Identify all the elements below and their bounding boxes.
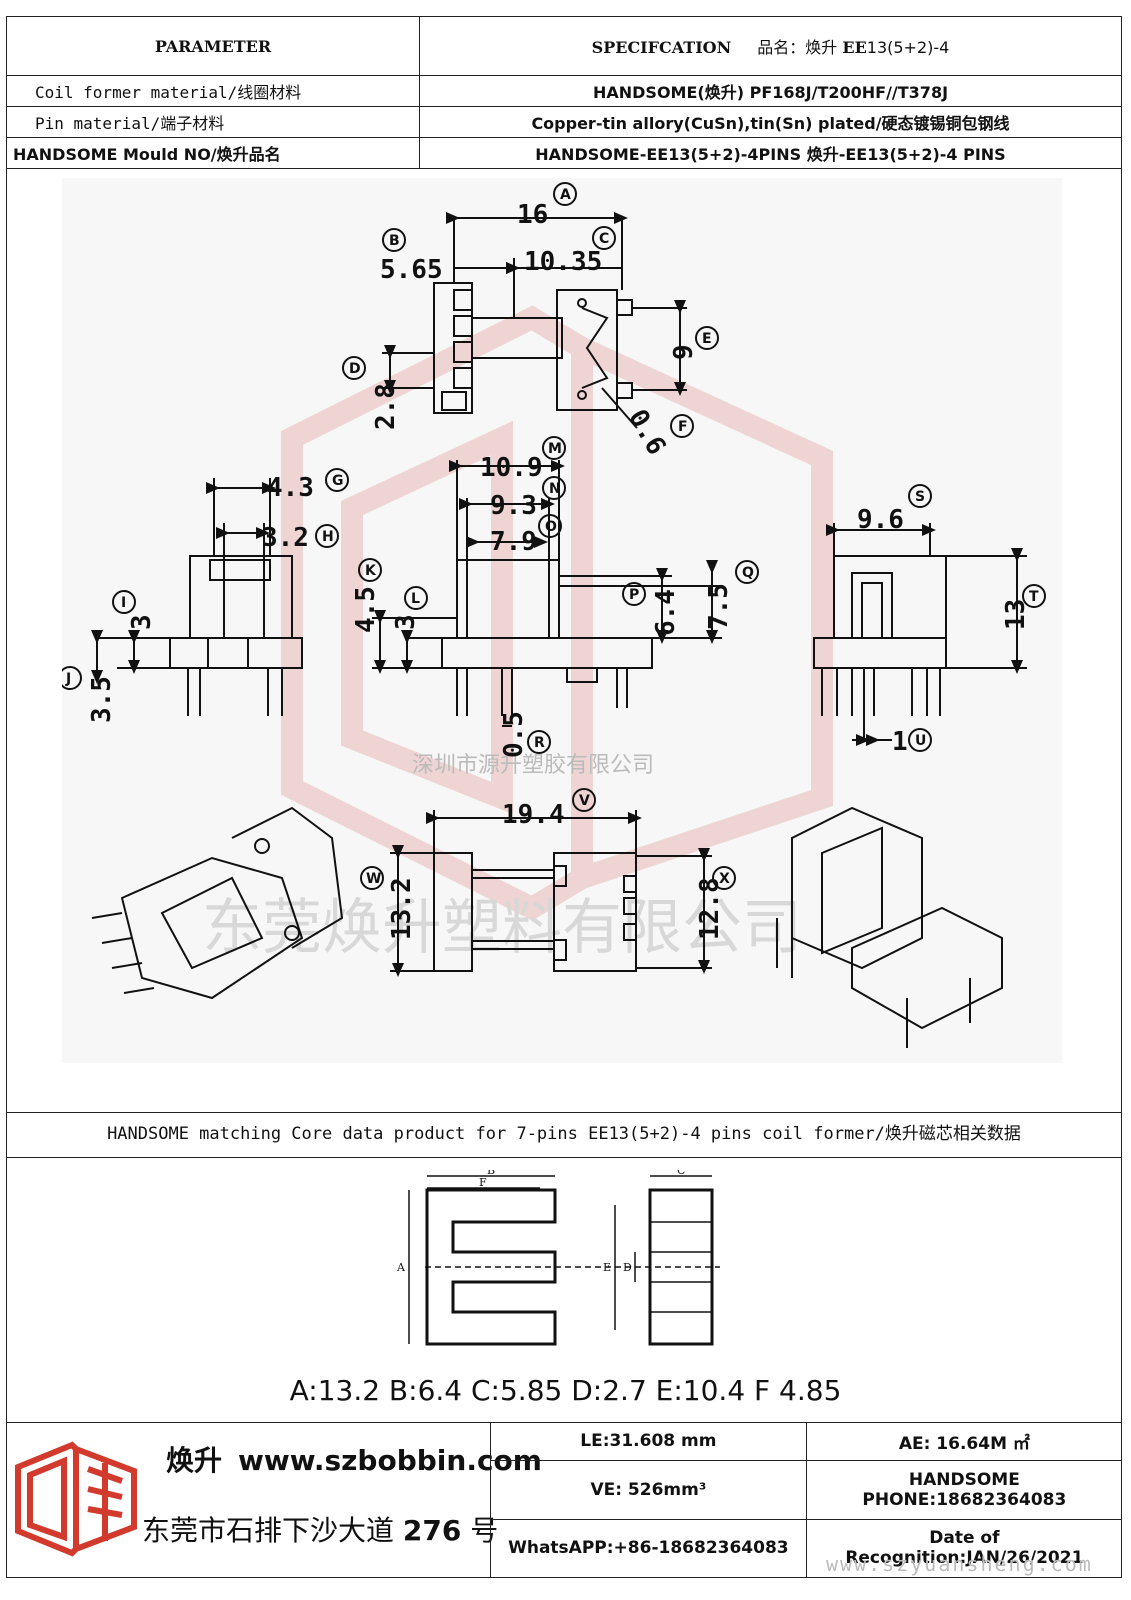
mould-no-label: HANDSOME Mould NO/焕升品名	[6, 137, 420, 169]
dim-J: 3.5	[87, 676, 117, 723]
dim-V: 19.4	[502, 800, 565, 830]
marker-R: R	[534, 735, 545, 751]
marker-B: B	[389, 233, 400, 249]
marker-G: G	[332, 473, 344, 489]
core-label-F: F	[479, 1176, 487, 1189]
dim-X: 12.8	[695, 877, 725, 940]
marker-K: K	[365, 563, 377, 579]
dim-K: 4.5	[351, 586, 381, 633]
mould-no-value: HANDSOME-EE13(5+2)-4PINS 焕升-EE13(5+2)-4 …	[419, 137, 1122, 169]
dim-N: 9.3	[490, 491, 537, 521]
product-name-rest: 13(5+2)-4	[866, 38, 950, 57]
marker-O: O	[545, 519, 557, 535]
iso-view-left	[91, 806, 344, 1000]
marker-D: D	[349, 361, 361, 377]
dim-U: 1	[892, 727, 908, 757]
dim-I: 3	[127, 614, 157, 630]
dim-D: 2.8	[371, 383, 401, 430]
phone-value: HANDSOME PHONE:18682364083	[805, 1459, 1122, 1520]
dim-R: 0.5	[499, 711, 529, 758]
marker-Q: Q	[742, 565, 754, 581]
whatsapp-value: WhatsAPP:+86-18682364083	[490, 1518, 807, 1577]
dim-P: 6.4	[651, 589, 681, 636]
marker-P: P	[629, 587, 639, 603]
side-view-left	[91, 478, 303, 716]
dim-A: 16	[517, 200, 548, 230]
dim-M: 10.9	[480, 453, 543, 483]
product-name-bold: EE	[842, 38, 867, 57]
marker-H: H	[322, 529, 334, 545]
product-name-cn: 焕升	[805, 38, 838, 57]
marker-U: U	[915, 733, 926, 749]
spec-label: SPECIFCATION	[591, 38, 732, 57]
marker-J: J	[65, 671, 71, 687]
dimension-markers: A B C D E F G H I J K L M N O P Q R S T …	[62, 182, 1046, 890]
dim-E: 9	[669, 344, 699, 360]
marker-L: L	[411, 591, 420, 607]
marker-N: N	[549, 481, 561, 497]
marker-S: S	[915, 489, 925, 505]
company-logo	[15, 1441, 137, 1557]
marker-V: V	[579, 793, 590, 809]
marker-M: M	[548, 441, 562, 457]
core-label-E: E	[603, 1261, 611, 1274]
marker-W: W	[366, 871, 381, 887]
top-view	[382, 212, 687, 429]
le-value: LE:31.608 mm	[490, 1423, 807, 1461]
marker-X: X	[719, 871, 730, 887]
marker-E: E	[702, 331, 712, 347]
technical-drawing: 深圳市源升塑胶有限公司 东莞焕升塑料有限公司	[62, 178, 1062, 1063]
marker-I: I	[121, 595, 126, 611]
coil-material-value: HANDSOME(焕升) PF168J/T200HF//T378J	[419, 75, 1122, 107]
address-text: 东莞市石排下沙大道	[142, 1514, 395, 1547]
marker-A: A	[560, 187, 571, 203]
ve-value: VE: 526mm³	[490, 1459, 807, 1520]
pin-material-label: Pin material/端子材料	[6, 106, 420, 138]
dim-L: 3	[391, 614, 421, 630]
watermark-company-small: 深圳市源升塑胶有限公司	[412, 753, 654, 778]
brand-cn: 焕升	[166, 1444, 223, 1477]
core-label-A: A	[396, 1261, 406, 1274]
side-view-right	[813, 523, 1027, 746]
dimension-values: 16 5.65 10.35 2.8 9 0.6 4.3 3.2 3 3.5 4.…	[87, 200, 1031, 940]
dim-H: 3.2	[262, 523, 309, 553]
parameter-header: PARAMETER	[6, 16, 420, 76]
marker-C: C	[599, 231, 609, 247]
dim-C: 10.35	[524, 247, 602, 277]
core-drawing: B F C A E D	[396, 1170, 720, 1346]
date-value: Date of Recognition:JAN/26/2021	[805, 1518, 1122, 1577]
dim-B: 5.65	[380, 255, 443, 285]
core-values: A:13.2 B:6.4 C:5.85 D:2.7 E:10.4 F 4.85	[289, 1374, 842, 1407]
ae-value: AE: 16.64M ㎡	[805, 1423, 1122, 1461]
core-parameter-table: LE:31.608 mm AE: 16.64M ㎡ VE: 526mm³ HAN…	[490, 1423, 1122, 1577]
core-label-D: D	[623, 1261, 632, 1274]
marker-T: T	[1029, 589, 1039, 605]
iso-view-right	[776, 806, 1003, 1048]
dim-W: 13.2	[387, 877, 417, 940]
dim-T: 13	[1001, 599, 1031, 630]
core-data-title: HANDSOME matching Core data product for …	[6, 1112, 1122, 1158]
front-view	[372, 460, 722, 727]
watermark-url: www.szyuansheng.com	[826, 1552, 1093, 1576]
core-label-C: C	[677, 1170, 685, 1177]
specification-header: SPECIFCATION 品名：焕升 EE13(5+2)-4	[419, 16, 1122, 76]
marker-F: F	[678, 419, 688, 435]
product-name-prefix: 品名：	[757, 38, 806, 57]
bottom-view	[390, 810, 712, 977]
address-number: 276	[402, 1514, 462, 1547]
coil-material-label: Coil former material/线圈材料	[6, 75, 420, 107]
dim-Q: 7.5	[704, 583, 734, 630]
pin-material-value: Copper-tin allory(CuSn),tin(Sn) plated/硬…	[419, 106, 1122, 138]
footer-address: 东莞市石排下沙大道 276 号	[142, 1509, 498, 1549]
dim-G: 4.3	[267, 473, 314, 503]
dim-S: 9.6	[857, 505, 904, 535]
core-label-B: B	[487, 1170, 495, 1177]
dim-O: 7.9	[490, 527, 537, 557]
